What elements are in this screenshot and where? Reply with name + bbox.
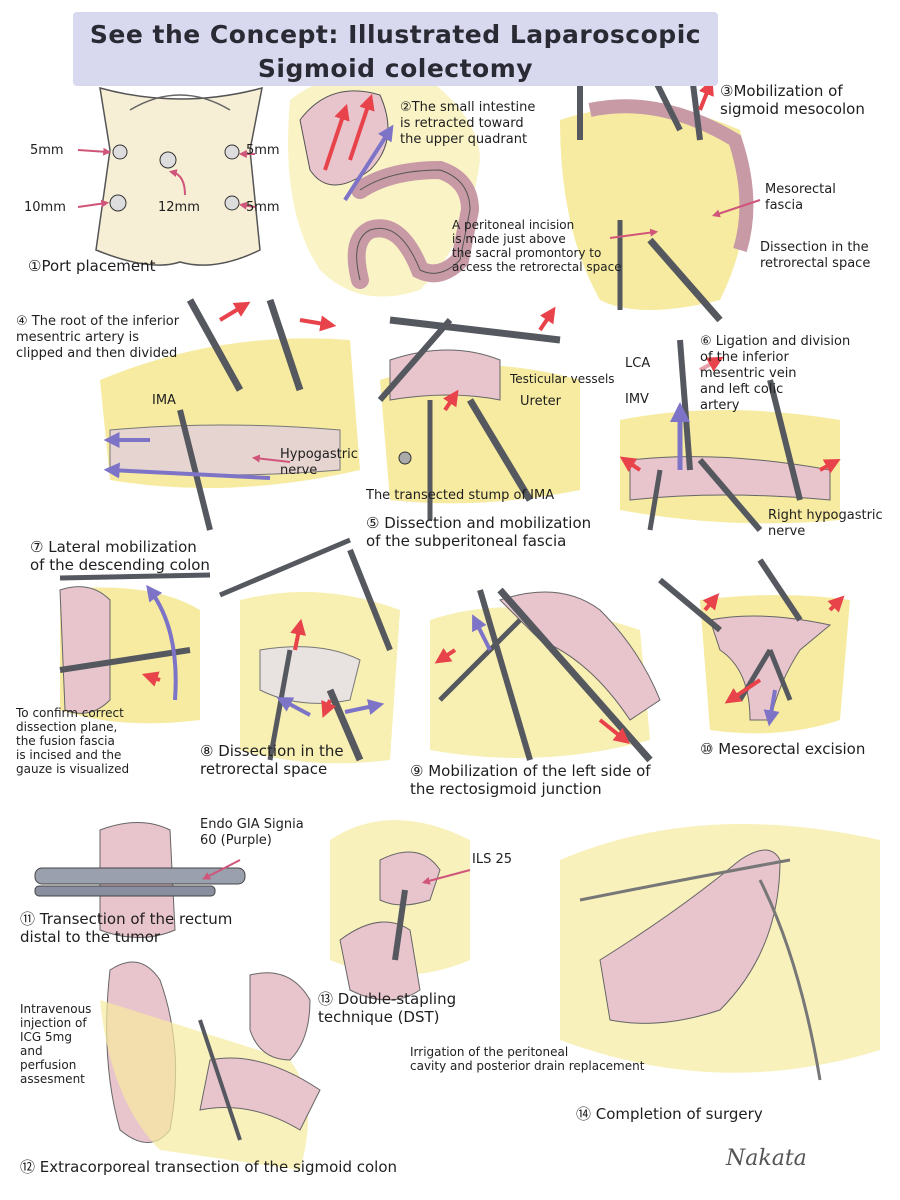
label-port-5mm-right-bottom: 5mm <box>246 200 280 215</box>
label-fusion-fascia-note: To confirm correct dissection plane, the… <box>16 706 130 776</box>
label-ima: IMA <box>152 393 176 408</box>
label-irrigation-note: Irrigation of the peritoneal cavity and … <box>410 1045 645 1073</box>
label-peritoneal-incision: A peritoneal incision is made just above… <box>452 218 622 274</box>
label-port-5mm-left: 5mm <box>30 143 64 158</box>
panel-retrorectal <box>219 537 400 764</box>
label-imv: IMV <box>625 392 649 407</box>
label-endo-gia: Endo GIA Signia 60 (Purple) <box>200 817 304 848</box>
label-icg-note: Intravenous injection of ICG 5mg and per… <box>20 1002 92 1086</box>
panel-imv <box>619 339 841 532</box>
panel-port-placement <box>77 86 263 266</box>
label-port-10mm: 10mm <box>24 200 66 215</box>
panel-transection <box>34 822 246 938</box>
step-13-caption: ⑬ Double-stapling technique (DST) <box>318 990 457 1026</box>
panel-small-intestine <box>288 73 480 297</box>
panel-completion <box>560 824 880 1081</box>
label-ils25: ILS 25 <box>472 852 513 867</box>
step-8-caption: ⑧ Dissection in the retrorectal space <box>200 742 344 778</box>
artist-signature: Nakata <box>726 1146 807 1171</box>
panel-mesorectal <box>658 558 850 734</box>
panel-ima <box>100 298 360 531</box>
label-dissection-retrorectal: Dissection in the retrorectal space <box>760 240 871 271</box>
label-right-hypogastric: Right hypogastric nerve <box>768 508 883 539</box>
label-port-5mm-right-top: 5mm <box>246 143 280 158</box>
label-port-12mm: 12mm <box>158 200 200 215</box>
step-14-caption: ⑭ Completion of surgery <box>576 1105 763 1123</box>
label-testicular-vessels: Testicular vessels <box>510 372 615 386</box>
panel-extracorporeal <box>100 961 321 1170</box>
label-lca: LCA <box>625 356 651 371</box>
step-4-caption: ④ The root of the inferior mesentric art… <box>16 314 180 361</box>
title-banner: See the Concept: Illustrated Laparoscopi… <box>73 12 718 86</box>
label-hypogastric-nerve: Hypogastric nerve <box>280 447 358 478</box>
panel-dst <box>330 820 471 1001</box>
step-3-caption: ③Mobilization of sigmoid mesocolon <box>720 82 865 118</box>
label-mesorectal-fascia: Mesorectal fascia <box>765 182 836 213</box>
step-5-caption: ⑤ Dissection and mobilization of the sub… <box>366 514 592 550</box>
step-10-caption: ⑩ Mesorectal excision <box>700 740 866 758</box>
panel-subperitoneal <box>377 306 580 520</box>
panel-rectosigmoid <box>430 587 661 763</box>
step-12-caption: ⑫ Extracorporeal transection of the sigm… <box>20 1158 398 1176</box>
label-transected-stump: The transected stump of IMA <box>366 488 555 503</box>
step-9-caption: ⑨ Mobilization of the left side of the r… <box>410 762 651 798</box>
step-7-caption: ⑦ Lateral mobilization of the descending… <box>30 538 210 574</box>
step-1-caption: ①Port placement <box>28 257 156 275</box>
step-6-caption: ⑥ Ligation and division of the inferior … <box>700 334 851 413</box>
title-line-2: Sigmoid colectomy <box>257 54 534 83</box>
step-11-caption: ⑪ Transection of the rectum distal to th… <box>20 910 233 946</box>
panel-lateral-mobilization <box>59 572 211 724</box>
step-2-caption: ②The small intestine is retracted toward… <box>400 100 536 147</box>
label-ureter: Ureter <box>520 394 562 409</box>
title-line-1: See the Concept: Illustrated Laparoscopi… <box>89 20 702 49</box>
